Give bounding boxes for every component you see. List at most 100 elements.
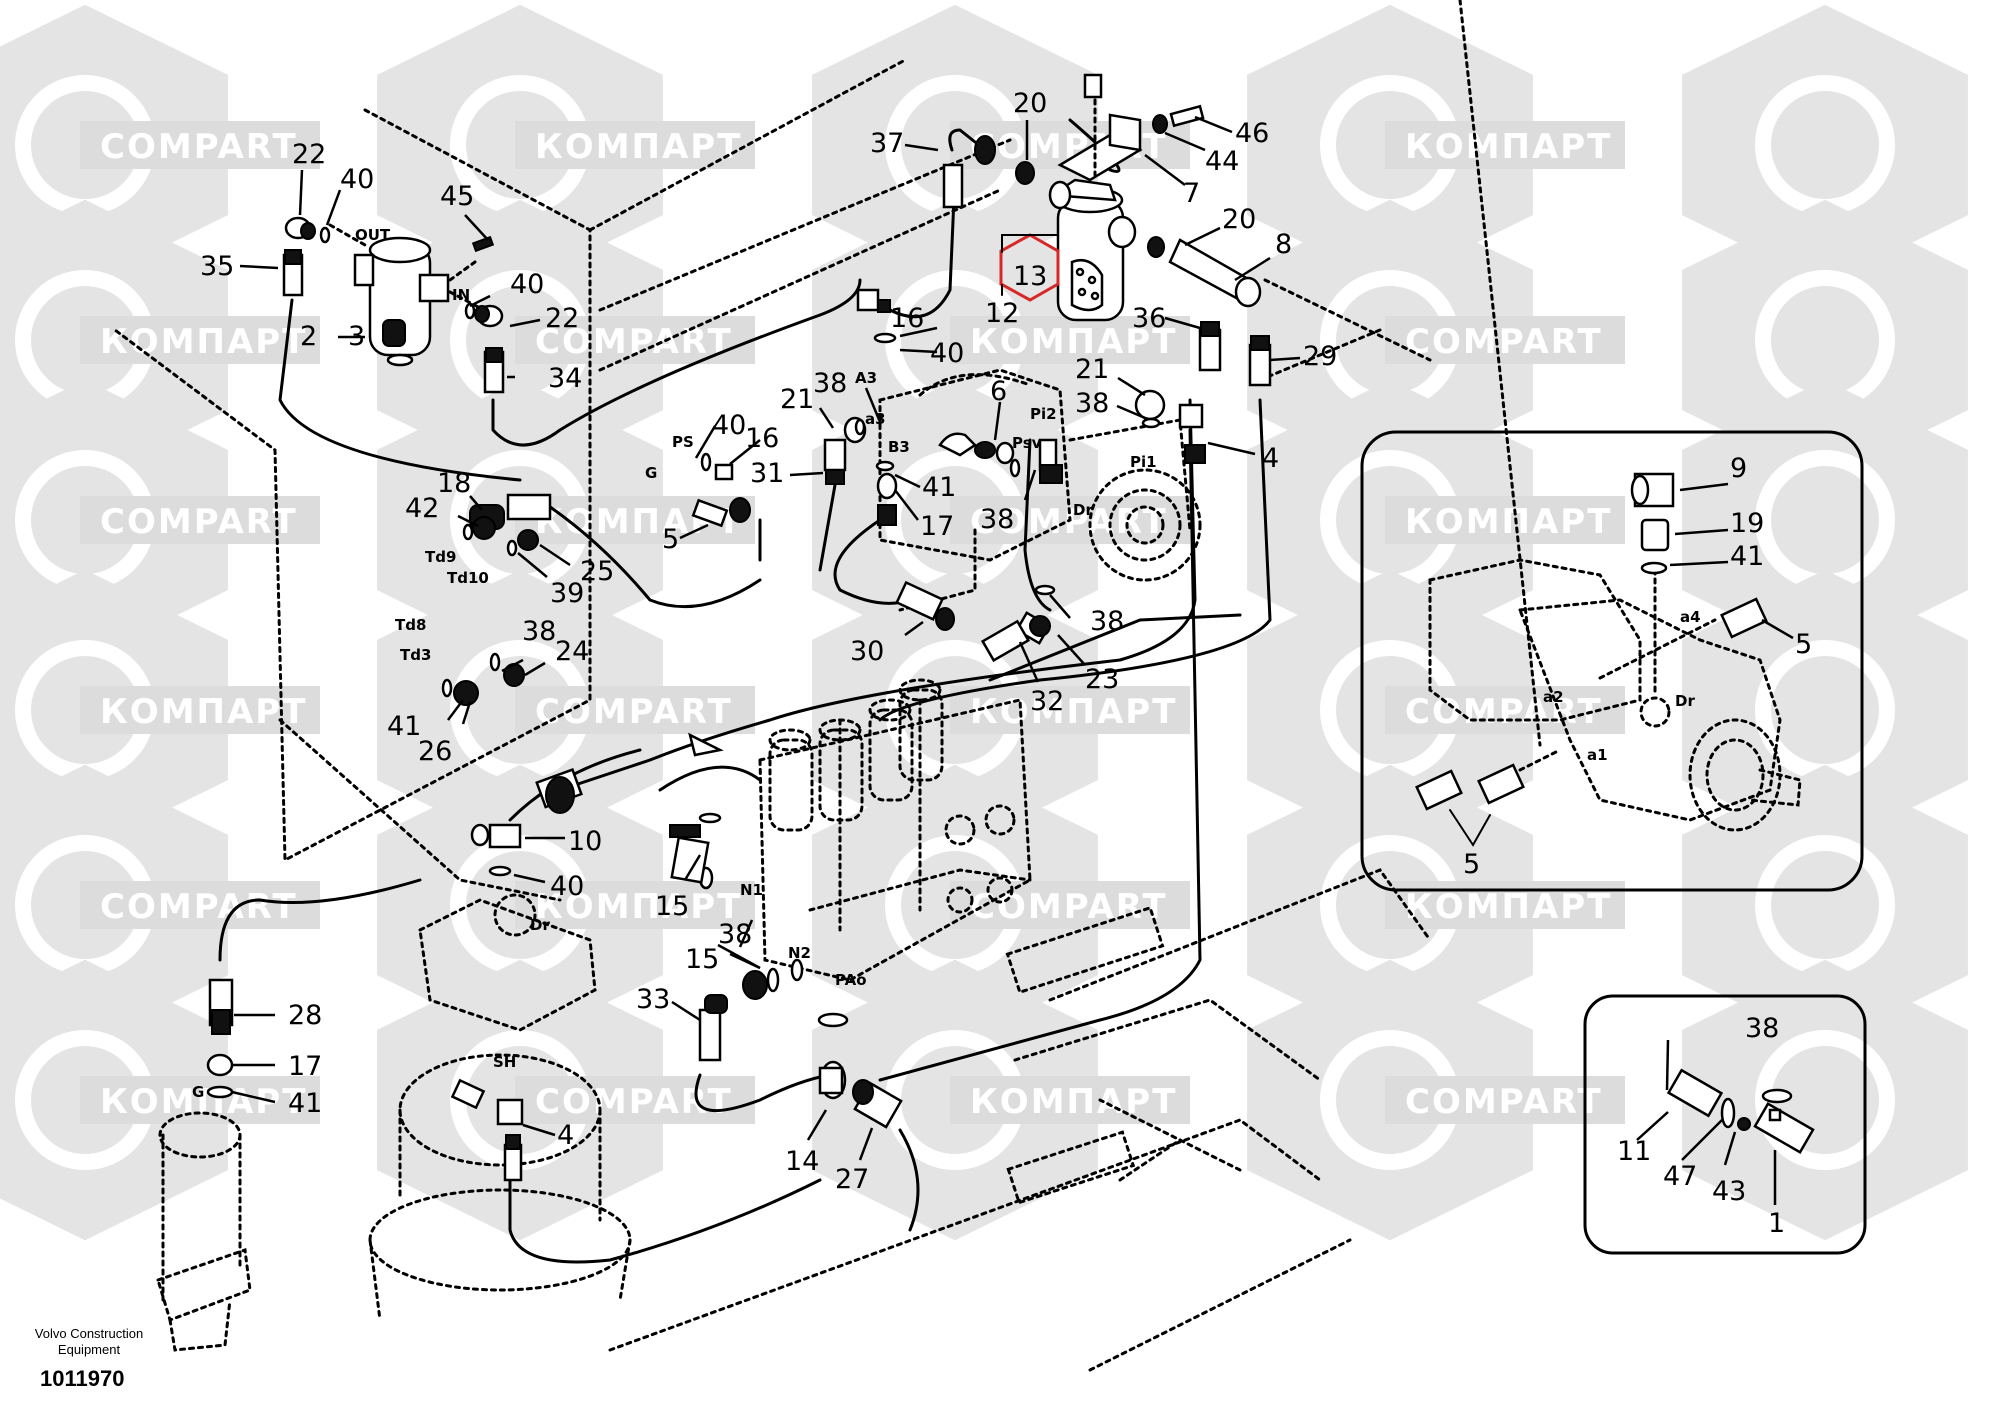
callout-part-4[interactable]: 4 (557, 1120, 574, 1151)
callout-part-38[interactable]: 38 (980, 504, 1014, 535)
watermark-band (1385, 121, 1625, 169)
callout-part-19[interactable]: 19 (1730, 508, 1764, 539)
callout-part-38[interactable]: 38 (813, 368, 847, 399)
callout-part-15[interactable]: 15 (685, 944, 719, 975)
callout-part-41[interactable]: 41 (387, 711, 421, 742)
callout-part-14[interactable]: 14 (785, 1146, 819, 1177)
watermark-text: COMPART (1405, 1082, 1603, 1122)
callout-part-8[interactable]: 8 (1275, 229, 1292, 260)
callout-part-40[interactable]: 40 (930, 338, 964, 369)
callout-part-21[interactable]: 21 (1075, 354, 1109, 385)
callout-part-7[interactable]: 7 (1183, 178, 1200, 209)
callout-part-17[interactable]: 17 (920, 511, 954, 542)
callout-part-18[interactable]: 18 (437, 468, 471, 499)
callout-part-37[interactable]: 37 (870, 128, 904, 159)
callout-part-47[interactable]: 47 (1663, 1161, 1697, 1192)
watermark-wrench-ring (1755, 1030, 1895, 1170)
callout-part-20[interactable]: 20 (1013, 88, 1047, 119)
callout-part-42[interactable]: 42 (405, 493, 439, 524)
watermark-band (950, 686, 1190, 734)
watermark-text: COMPART (100, 887, 298, 927)
callout-part-17[interactable]: 17 (288, 1051, 322, 1082)
watermark-band (515, 121, 755, 169)
watermark-hexagon (1682, 764, 1968, 1046)
callout-part-38[interactable]: 38 (1090, 606, 1124, 637)
callout-part-21[interactable]: 21 (780, 384, 814, 415)
watermark-text: КОМПАРТ (970, 322, 1177, 362)
callout-part-6[interactable]: 6 (990, 376, 1007, 407)
line-filter-assembly (328, 223, 482, 367)
watermark-band (950, 881, 1190, 929)
callout-part-40[interactable]: 40 (510, 269, 544, 300)
callout-part-2[interactable]: 2 (300, 321, 317, 352)
callout-part-38[interactable]: 38 (1745, 1013, 1779, 1044)
callout-part-22[interactable]: 22 (292, 139, 326, 170)
callout-part-33[interactable]: 33 (636, 984, 670, 1015)
callout-part-38[interactable]: 38 (718, 919, 752, 950)
callout-part-13-highlighted[interactable]: 13 (1013, 261, 1047, 292)
callout-part-41[interactable]: 41 (288, 1088, 322, 1119)
callout-part-34[interactable]: 34 (548, 363, 582, 394)
watermark-band (80, 316, 320, 364)
callout-part-16[interactable]: 16 (745, 423, 779, 454)
watermark-text: COMPART (1405, 322, 1603, 362)
callout-part-38[interactable]: 38 (1075, 388, 1109, 419)
watermark-text: КОМПАРТ (970, 1082, 1177, 1122)
watermark-band (1385, 686, 1625, 734)
callout-part-3[interactable]: 3 (348, 321, 365, 352)
watermark-band (80, 881, 320, 929)
callout-part-46[interactable]: 46 (1235, 118, 1269, 149)
port-label: Pi2 (1030, 405, 1057, 423)
callout-part-20[interactable]: 20 (1222, 204, 1256, 235)
callout-part-9[interactable]: 9 (1730, 453, 1747, 484)
callout-part-16[interactable]: 16 (890, 303, 924, 334)
callout-part-30[interactable]: 30 (850, 636, 884, 667)
callout-part-41[interactable]: 41 (1730, 541, 1764, 572)
callout-part-35[interactable]: 35 (200, 251, 234, 282)
callout-part-5[interactable]: 5 (1795, 629, 1812, 660)
callout-part-12[interactable]: 12 (985, 298, 1019, 329)
callout-part-43[interactable]: 43 (1712, 1176, 1746, 1207)
watermark-band (515, 686, 755, 734)
callout-part-24[interactable]: 24 (555, 636, 589, 667)
callout-part-1[interactable]: 1 (1768, 1208, 1785, 1239)
callout-part-40[interactable]: 40 (712, 410, 746, 441)
port-label: N2 (788, 944, 811, 962)
callout-part-28[interactable]: 28 (288, 1000, 322, 1031)
port-label: a1 (1587, 746, 1608, 764)
watermark-hexagon (1682, 4, 1968, 286)
callout-part-26[interactable]: 26 (418, 736, 452, 767)
callout-part-31[interactable]: 31 (750, 458, 784, 489)
callout-part-40[interactable]: 40 (550, 871, 584, 902)
callout-part-10[interactable]: 10 (568, 826, 602, 857)
control-valve (758, 678, 1032, 982)
callout-part-45[interactable]: 45 (440, 181, 474, 212)
callout-part-40[interactable]: 40 (340, 164, 374, 195)
callout-part-36[interactable]: 36 (1132, 303, 1166, 334)
callout-part-5[interactable]: 5 (1463, 849, 1480, 880)
watermark-text: КОМПАРТ (535, 887, 742, 927)
watermark-text: КОМПАРТ (100, 322, 307, 362)
callout-part-25[interactable]: 25 (580, 556, 614, 587)
callout-part-15[interactable]: 15 (655, 891, 689, 922)
callout-part-22[interactable]: 22 (545, 303, 579, 334)
bracket-12 (1001, 234, 1059, 253)
return-filter-assembly (942, 73, 1262, 322)
port-label: SH (493, 1053, 516, 1071)
callout-part-5[interactable]: 5 (662, 524, 679, 555)
callout-part-11[interactable]: 11 (1617, 1136, 1651, 1167)
callout-part-29[interactable]: 29 (1303, 341, 1337, 372)
callout-part-4[interactable]: 4 (1262, 443, 1279, 474)
callout-part-32[interactable]: 32 (1030, 686, 1064, 717)
callout-part-38[interactable]: 38 (522, 616, 556, 647)
callout-part-39[interactable]: 39 (550, 578, 584, 609)
watermark-band (950, 1076, 1190, 1124)
callout-part-27[interactable]: 27 (835, 1164, 869, 1195)
callout-part-44[interactable]: 44 (1205, 146, 1239, 177)
port-label: a2 (1543, 688, 1564, 706)
callout-part-23[interactable]: 23 (1085, 664, 1119, 695)
callout-part-41[interactable]: 41 (922, 472, 956, 503)
port-label: a3 (865, 410, 886, 428)
